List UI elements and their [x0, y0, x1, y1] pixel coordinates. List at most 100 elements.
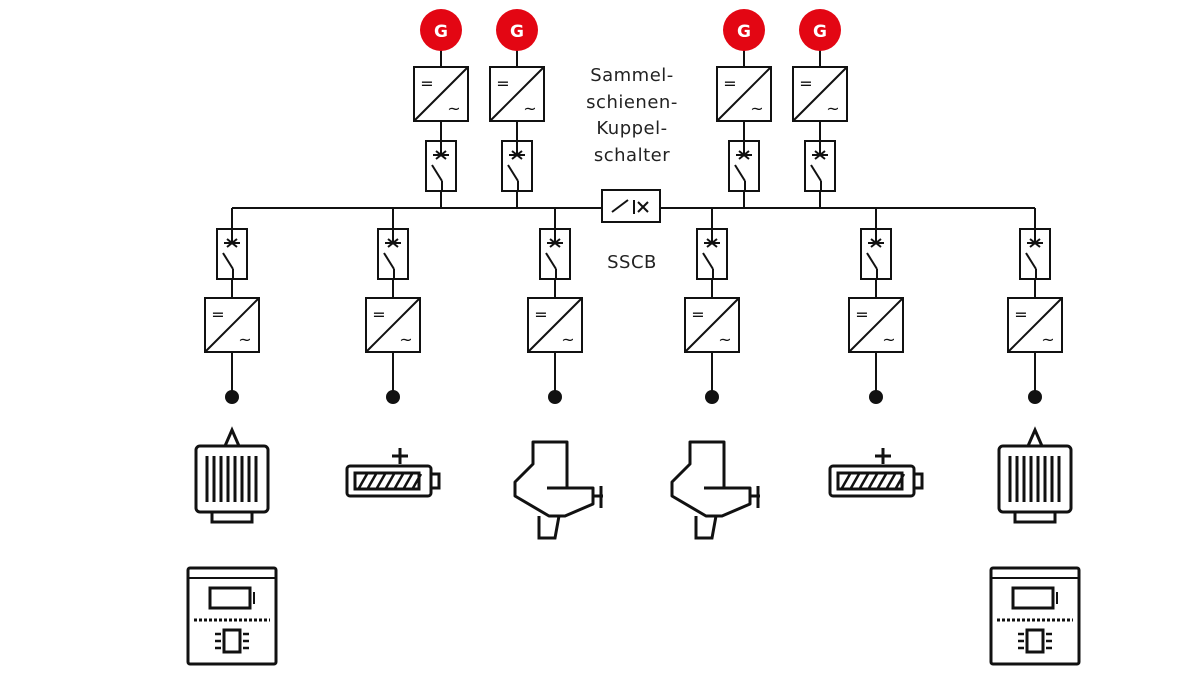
coupler-label-line-4: schalter: [594, 145, 670, 166]
battery-cell: [353, 471, 421, 491]
converter-box: =~: [848, 297, 904, 353]
motor-icon: [997, 426, 1073, 524]
dc-symbol: =: [799, 74, 812, 93]
ac-symbol: ~: [561, 330, 574, 349]
circuit-breaker: [1019, 228, 1051, 280]
load-branch-battery: =~: [345, 208, 441, 498]
generator-icon: [799, 9, 841, 51]
dc-symbol: =: [211, 305, 224, 324]
converter-diagonal: [204, 297, 260, 353]
converter-box: =~: [204, 297, 260, 353]
circuit-breaker: [539, 228, 571, 280]
circuit-breaker: [425, 140, 457, 192]
thruster-housing: [513, 440, 595, 518]
generator-letter: G: [737, 22, 751, 42]
controller-cabinet: [186, 566, 278, 666]
breaker-blade: [1025, 252, 1037, 270]
circuit-breaker: [377, 228, 409, 280]
breaker-blade: [866, 252, 878, 270]
thruster-housing: [670, 440, 752, 518]
dc-symbol: =: [420, 74, 433, 93]
breaker-blade: [383, 252, 395, 270]
converter-box: =~: [365, 297, 421, 353]
converter-box: =~: [716, 66, 772, 122]
ac-symbol: ~: [1041, 330, 1054, 349]
battery-icon: [828, 448, 924, 498]
converter-diagonal: [527, 297, 583, 353]
circuit-breaker: [216, 228, 248, 280]
converter-diagonal: [684, 297, 740, 353]
converter-diagonal: [1007, 297, 1063, 353]
sscb-frame: [601, 189, 661, 223]
controller-chip: [222, 628, 242, 654]
motor-base: [1013, 510, 1057, 524]
dc-symbol: =: [855, 305, 868, 324]
breaker-blade: [545, 252, 557, 270]
labels: Sammel- schienen- Kuppel- schalter SSCB: [586, 65, 677, 273]
motor-base: [210, 510, 254, 524]
controller-icon: [186, 566, 278, 666]
ac-symbol: ~: [238, 330, 251, 349]
dc-symbol: =: [723, 74, 736, 93]
thruster-pod: [694, 515, 718, 540]
controller-display: [1011, 586, 1055, 610]
ac-symbol: ~: [447, 99, 460, 118]
dc-symbol: =: [691, 305, 704, 324]
converter-diagonal: [848, 297, 904, 353]
breaker-blade: [222, 252, 234, 270]
generator-letter: G: [813, 22, 827, 42]
battery-tip: [429, 472, 441, 490]
breaker-blade: [507, 164, 519, 182]
battery-hatch: [885, 473, 897, 489]
converter-box: =~: [684, 297, 740, 353]
breaker-blade: [431, 164, 443, 182]
generator-branch: G =~: [716, 9, 772, 208]
motor-terminal: [1026, 426, 1044, 447]
circuit-breaker: [696, 228, 728, 280]
battery-hatch: [384, 473, 396, 489]
battery-hatch: [402, 473, 414, 489]
dc-symbol: =: [496, 74, 509, 93]
battery-hatch: [849, 473, 861, 489]
ac-symbol: ~: [882, 330, 895, 349]
sscb-label: SSCB: [607, 252, 657, 273]
circuit-breaker: [728, 140, 760, 192]
coupler-label-line-3: Kuppel-: [596, 118, 667, 139]
converter-diagonal: [413, 66, 469, 122]
bus-tie-switch: [601, 189, 661, 223]
connection-node: [225, 390, 239, 404]
thruster-icon: [670, 440, 760, 540]
ac-symbol: ~: [718, 330, 731, 349]
coupler-label-line-1: Sammel-: [590, 65, 674, 86]
generator-icon: [496, 9, 538, 51]
converter-diagonal: [365, 297, 421, 353]
battery-hatch: [393, 473, 405, 489]
controller-icon: [989, 566, 1081, 666]
ac-symbol: ~: [523, 99, 536, 118]
converter-diagonal: [792, 66, 848, 122]
converter-box: =~: [792, 66, 848, 122]
ac-symbol: ~: [399, 330, 412, 349]
converter-box: =~: [413, 66, 469, 122]
battery-hatch: [858, 473, 870, 489]
motor-terminal: [223, 426, 241, 447]
connection-node: [869, 390, 883, 404]
load-branch-thruster: =~: [670, 208, 760, 540]
sscb-x-2: [637, 201, 649, 213]
motor-icon: [194, 426, 270, 524]
generator-icon: [723, 9, 765, 51]
battery-hatch: [366, 473, 378, 489]
connection-node: [386, 390, 400, 404]
dc-symbol: =: [1014, 305, 1027, 324]
connection-node: [705, 390, 719, 404]
circuit-breaker: [804, 140, 836, 192]
generator-letter: G: [434, 22, 448, 42]
circuit-breaker: [860, 228, 892, 280]
breaker-blade: [734, 164, 746, 182]
battery-hatch: [357, 473, 369, 489]
generator-branch: G =~: [792, 9, 848, 208]
battery-hatch: [894, 473, 906, 489]
converter-box: =~: [489, 66, 545, 122]
generator-letter: G: [510, 22, 524, 42]
